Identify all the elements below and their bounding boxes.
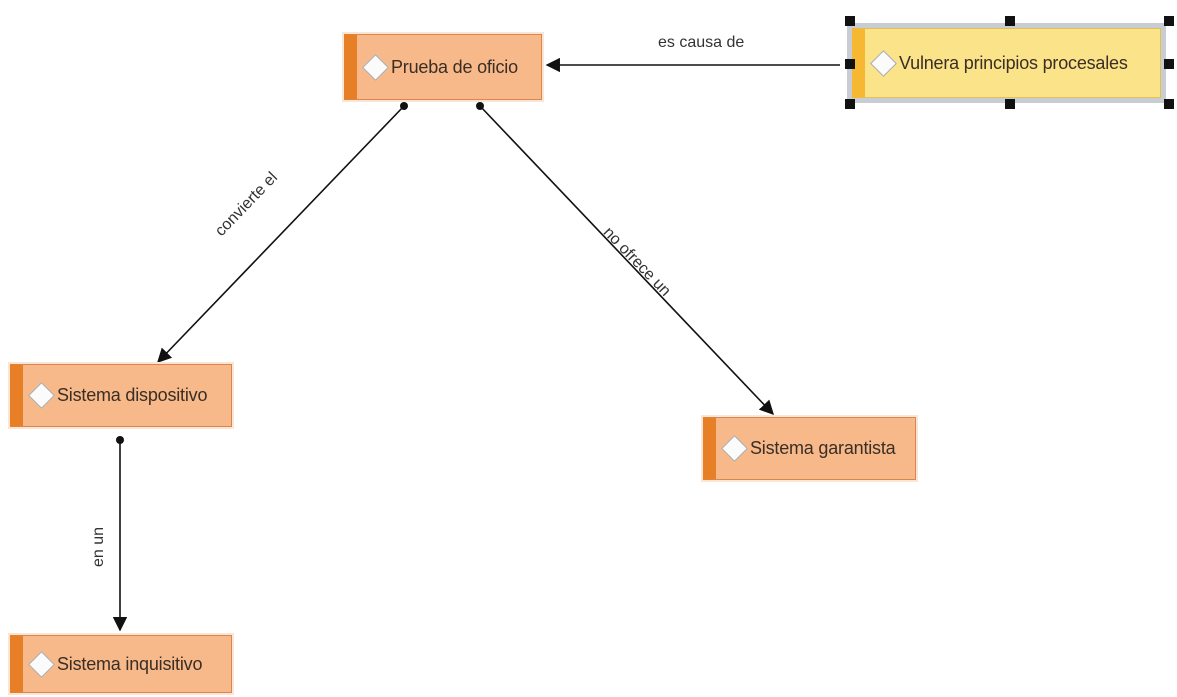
- resize-handle-top-right[interactable]: [1164, 16, 1174, 26]
- node-label: Vulnera principios procesales: [899, 52, 1128, 73]
- link-label-en-un: en un: [90, 526, 107, 567]
- resize-handle-middle-left[interactable]: [845, 59, 855, 69]
- connector-convierte-el[interactable]: [157, 105, 405, 364]
- resize-handle-top-center[interactable]: [1005, 16, 1015, 26]
- resize-handle-bottom-left[interactable]: [845, 99, 855, 109]
- link-label-es-causa-de: es causa de: [658, 34, 745, 51]
- node-label: Sistema garantista: [750, 438, 896, 458]
- node-sistema-garantista[interactable]: Sistema garantista: [703, 417, 916, 480]
- concept-diamond-icon: [870, 49, 897, 77]
- node-label: Prueba de oficio: [391, 56, 518, 77]
- concept-diamond-icon: [721, 435, 748, 462]
- resize-handle-top-left[interactable]: [845, 16, 855, 26]
- node-sistema-dispositivo[interactable]: Sistema dispositivo: [10, 364, 232, 427]
- node-label: Sistema dispositivo: [57, 385, 208, 405]
- concept-diamond-icon: [28, 382, 55, 409]
- resize-handle-middle-right[interactable]: [1164, 59, 1174, 69]
- resize-handle-bottom-center[interactable]: [1005, 99, 1015, 109]
- concept-diamond-icon: [362, 53, 389, 81]
- connector-no-ofrece-un[interactable]: [479, 105, 774, 416]
- node-prueba-de-oficio[interactable]: Prueba de oficio: [344, 34, 542, 100]
- node-vulnera-principios-procesales[interactable]: Vulnera principios procesales: [852, 28, 1161, 98]
- node-label: Sistema inquisitivo: [57, 653, 203, 674]
- node-sistema-inquisitivo[interactable]: Sistema inquisitivo: [10, 635, 232, 693]
- concept-diamond-icon: [28, 650, 55, 678]
- resize-handle-bottom-right[interactable]: [1164, 99, 1174, 109]
